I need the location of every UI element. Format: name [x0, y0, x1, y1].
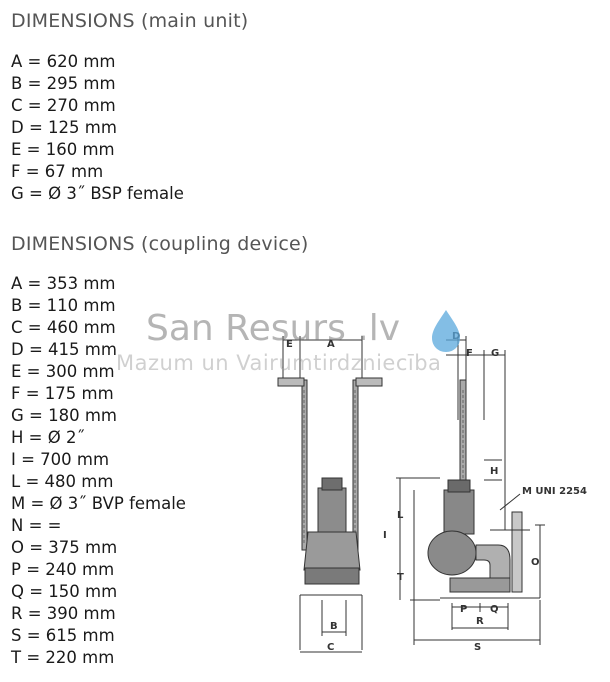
main-unit-dimension: B = 295 mm	[11, 74, 116, 93]
coupling-dimension: N = =	[11, 516, 62, 535]
label-e: E	[286, 339, 293, 350]
coupling-dimension: R = 390 mm	[11, 604, 116, 623]
coupling-dimension: M = Ø 3˝ BVP female	[11, 494, 186, 513]
label-l: L	[397, 510, 404, 521]
coupling-dimension: F = 175 mm	[11, 384, 114, 403]
coupling-dimension: D = 415 mm	[11, 340, 117, 359]
coupling-dimension: L = 480 mm	[11, 472, 114, 491]
label-h: H	[490, 466, 498, 477]
label-a: A	[327, 339, 335, 350]
label-q: Q	[490, 604, 499, 615]
main-unit-dimension: A = 620 mm	[11, 52, 116, 71]
coupling-dimension: G = 180 mm	[11, 406, 117, 425]
main-unit-dimension: D = 125 mm	[11, 118, 117, 137]
main-unit-dimension: E = 160 mm	[11, 140, 115, 159]
label-p: P	[460, 604, 467, 615]
watermark-tagline: Mazum un Vairumtirdzniecība	[116, 351, 442, 375]
coupling-dimension: S = 615 mm	[11, 626, 115, 645]
label-m: M UNI 2254	[522, 486, 587, 497]
watermark-brand: San Resurs .lv	[146, 308, 401, 349]
label-r: R	[476, 616, 484, 627]
label-i: I	[383, 530, 387, 541]
water-drop-icon	[432, 310, 460, 352]
coupling-dimension: I = 700 mm	[11, 450, 110, 469]
label-t: T	[397, 572, 404, 583]
coupling-dimension: E = 300 mm	[11, 362, 115, 381]
pump-motor-front	[443, 489, 475, 535]
coupling-dimension: B = 110 mm	[11, 296, 116, 315]
main-unit-dimension: C = 270 mm	[11, 96, 116, 115]
label-g: G	[491, 348, 499, 359]
pump-motor-side	[317, 487, 347, 535]
coupling-dimension: H = Ø 2˝	[11, 428, 85, 447]
pump-volute-front	[427, 530, 477, 576]
coupling-dimension: T = 220 mm	[11, 648, 115, 667]
main-unit-dimension: F = 67 mm	[11, 162, 104, 181]
label-s: S	[474, 642, 481, 653]
coupling-dimension: C = 460 mm	[11, 318, 116, 337]
label-c: C	[327, 642, 334, 653]
coupling-dimension: O = 375 mm	[11, 538, 118, 557]
label-b: B	[330, 621, 338, 632]
coupling-dimension: A = 353 mm	[11, 274, 116, 293]
coupling-dimension: P = 240 mm	[11, 560, 115, 579]
main-unit-title: DIMENSIONS (main unit)	[11, 10, 249, 32]
coupling-device-title: DIMENSIONS (coupling device)	[11, 233, 309, 255]
label-o: O	[531, 557, 540, 568]
label-f: F	[466, 348, 473, 359]
coupling-dimension: Q = 150 mm	[11, 582, 118, 601]
main-unit-dimension: G = Ø 3˝ BSP female	[11, 184, 184, 203]
